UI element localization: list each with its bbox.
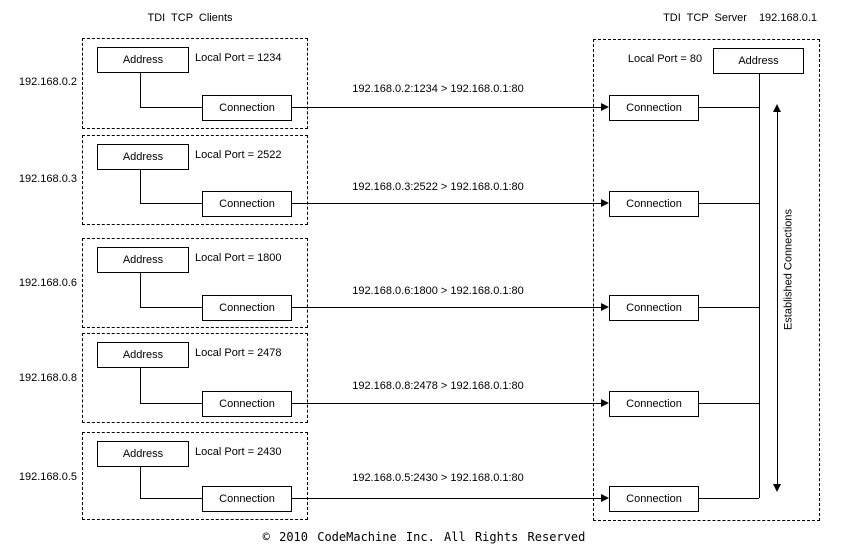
server-connection-box: Connection: [609, 191, 699, 217]
server-connection-box: Connection: [609, 95, 699, 121]
flow-label: 192.168.0.8:2478 > 192.168.0.1:80: [352, 380, 524, 392]
server-connection-link-h: [697, 307, 759, 308]
client-group-box: [82, 432, 308, 520]
connection-label: Connection: [219, 102, 275, 114]
address-connection-link-h: [140, 107, 202, 108]
flow-arrow-line: [290, 498, 602, 499]
client-address-box: Address: [97, 47, 189, 73]
address-connection-link-v: [140, 168, 141, 203]
address-label: Address: [122, 54, 164, 66]
client-address-box: Address: [97, 342, 189, 368]
server-connection-box: Connection: [609, 391, 699, 417]
client-group-box: [82, 135, 308, 225]
client-address-box: Address: [97, 144, 189, 170]
address-label: Address: [122, 254, 164, 266]
server-connection-link-h: [697, 498, 759, 499]
address-connection-link-h: [140, 498, 202, 499]
flow-label: 192.168.0.2:1234 > 192.168.0.1:80: [352, 83, 524, 95]
server-ip-label: 192.168.0.1: [758, 12, 818, 24]
connection-label: Connection: [626, 302, 682, 314]
address-connection-link-v: [140, 366, 141, 403]
server-group-box: [593, 39, 820, 521]
client-ip-label: 192.168.0.3: [18, 173, 77, 185]
connection-label: Connection: [219, 302, 275, 314]
client-local-port-label: Local Port = 2522: [195, 149, 282, 161]
connection-label: Connection: [626, 493, 682, 505]
connection-label: Connection: [626, 198, 682, 210]
client-group-box: [82, 38, 308, 129]
arrowhead-right-icon: [601, 103, 609, 111]
client-connection-box: Connection: [202, 95, 292, 121]
client-address-box: Address: [97, 247, 189, 273]
client-ip-label: 192.168.0.5: [18, 471, 77, 483]
flow-label: 192.168.0.3:2522 > 192.168.0.1:80: [352, 181, 524, 193]
flow-label: 192.168.0.6:1800 > 192.168.0.1:80: [352, 285, 524, 297]
server-title: TDI TCP Server: [663, 12, 747, 24]
flow-arrow-line: [290, 107, 602, 108]
client-group-box: [82, 333, 308, 423]
arrowhead-right-icon: [601, 494, 609, 502]
clients-title: TDI TCP Clients: [147, 12, 233, 24]
client-address-box: Address: [97, 441, 189, 467]
address-connection-link-h: [140, 307, 202, 308]
arrowhead-right-icon: [601, 199, 609, 207]
client-ip-label: 192.168.0.2: [18, 76, 77, 88]
established-connections-arrow-line: [777, 112, 778, 484]
connection-label: Connection: [219, 198, 275, 210]
flow-arrow-line: [290, 307, 602, 308]
server-connection-link-h: [697, 403, 759, 404]
flow-arrow-line: [290, 203, 602, 204]
address-label: Address: [122, 448, 164, 460]
client-local-port-label: Local Port = 1800: [195, 252, 282, 264]
connection-label: Connection: [219, 398, 275, 410]
client-connection-box: Connection: [202, 191, 292, 217]
server-local-port-label: Local Port = 80: [627, 53, 703, 65]
address-label: Address: [738, 55, 779, 67]
address-connection-link-h: [140, 203, 202, 204]
client-connection-box: Connection: [202, 391, 292, 417]
arrowhead-up-icon: [773, 104, 781, 112]
arrowhead-right-icon: [601, 303, 609, 311]
client-local-port-label: Local Port = 1234: [195, 52, 282, 64]
address-connection-link-v: [140, 465, 141, 498]
client-ip-label: 192.168.0.8: [18, 372, 77, 384]
client-local-port-label: Local Port = 2478: [195, 347, 282, 359]
client-ip-label: 192.168.0.6: [18, 277, 77, 289]
connection-label: Connection: [626, 398, 682, 410]
flow-arrow-line: [290, 403, 602, 404]
address-connection-link-v: [140, 271, 141, 307]
address-connection-link-h: [140, 403, 202, 404]
server-address-link-v: [759, 72, 760, 498]
address-connection-link-v: [140, 71, 141, 107]
arrowhead-right-icon: [601, 399, 609, 407]
server-connection-box: Connection: [609, 486, 699, 512]
copyright-text: © 2010 CodeMachine Inc. All Rights Reser…: [262, 530, 586, 544]
address-label: Address: [122, 151, 164, 163]
arrowhead-down-icon: [773, 484, 781, 492]
connection-label: Connection: [219, 493, 275, 505]
server-connection-link-h: [697, 203, 759, 204]
flow-label: 192.168.0.5:2430 > 192.168.0.1:80: [352, 472, 524, 484]
client-group-box: [82, 238, 308, 328]
server-connection-link-h: [697, 107, 759, 108]
established-connections-label: Established Connections: [782, 208, 795, 331]
server-connection-box: Connection: [609, 295, 699, 321]
server-address-box: Address: [713, 48, 804, 74]
client-local-port-label: Local Port = 2430: [195, 446, 282, 458]
client-connection-box: Connection: [202, 295, 292, 321]
connection-label: Connection: [626, 102, 682, 114]
address-label: Address: [122, 349, 164, 361]
client-connection-box: Connection: [202, 486, 292, 512]
